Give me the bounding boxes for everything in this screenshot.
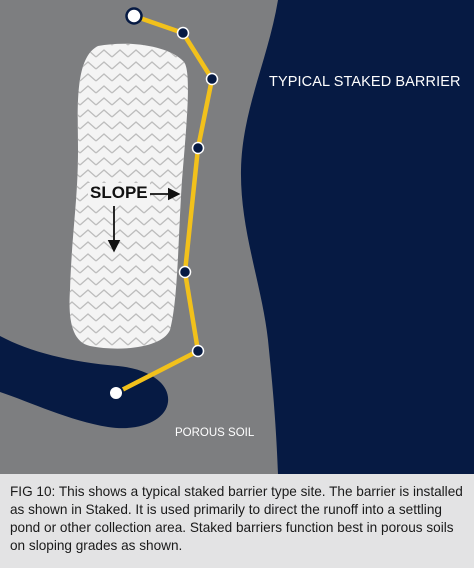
figure-caption: FIG 10: This shows a typical staked barr…	[0, 474, 474, 568]
stake-marker-icon	[191, 141, 205, 155]
water-body	[240, 0, 474, 474]
stake-marker-icon	[178, 265, 192, 279]
diagram-graphic	[0, 0, 474, 474]
stake-marker-icon	[176, 26, 190, 40]
endpoint-marker-icon	[108, 385, 124, 401]
soil-label: POROUS SOIL	[175, 427, 255, 439]
stake-marker-icon	[191, 344, 205, 358]
endpoint-marker-icon	[125, 7, 143, 25]
inlet-area	[0, 336, 169, 429]
slope-label: SLOPE	[88, 183, 150, 203]
title-label: TYPICAL STAKED BARRIER	[269, 74, 461, 90]
stake-marker-icon	[205, 72, 219, 86]
